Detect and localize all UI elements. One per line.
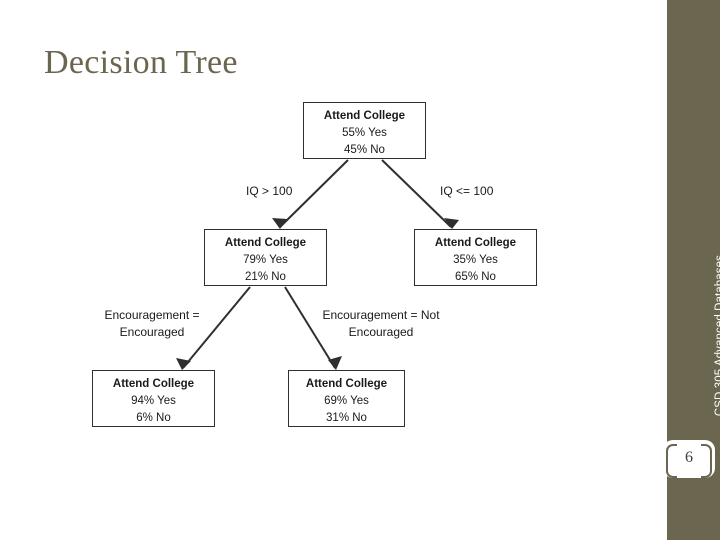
tree-node-encouraged: Attend College 94% Yes 6% No	[92, 370, 215, 427]
tree-node-iq-high: Attend College 79% Yes 21% No	[204, 229, 327, 286]
node-no: 45% No	[344, 144, 385, 156]
node-title: Attend College	[305, 378, 388, 390]
node-no: 6% No	[136, 412, 171, 424]
node-yes: 35% Yes	[453, 254, 498, 266]
page-title: Decision Tree	[44, 44, 238, 81]
tree-node-iq-low: Attend College 35% Yes 65% No	[414, 229, 537, 286]
tree-node-root: Attend College 55% Yes 45% No	[303, 102, 426, 159]
edge-label-iq-less: IQ <= 100	[440, 184, 494, 198]
sidebar-course-label: CSD 305 Advanced Databases	[714, 255, 720, 417]
node-title: Attend College	[112, 378, 195, 390]
tree-node-not-encouraged: Attend College 69% Yes 31% No	[288, 370, 405, 427]
node-title: Attend College	[434, 237, 517, 249]
node-yes: 79% Yes	[243, 254, 288, 266]
sidebar-divider	[664, 0, 667, 540]
edge-label-encouraged: Encouragement = Encouraged	[104, 308, 200, 339]
node-title: Attend College	[224, 237, 307, 249]
node-yes: 94% Yes	[131, 395, 176, 407]
page-number: 6	[685, 449, 693, 466]
node-no: 21% No	[245, 271, 286, 283]
edge-label-iq-greater: IQ > 100	[246, 184, 293, 198]
node-title: Attend College	[323, 110, 406, 122]
node-no: 65% No	[455, 271, 496, 283]
edge-label-not-encouraged: Encouragement = Not Encouraged	[322, 308, 440, 339]
node-yes: 55% Yes	[342, 127, 387, 139]
page-number-plate: 6	[663, 440, 715, 478]
page-bracket-right-icon	[701, 444, 712, 478]
node-yes: 69% Yes	[324, 395, 369, 407]
node-no: 31% No	[326, 412, 367, 424]
page-bracket-left-icon	[666, 444, 677, 478]
